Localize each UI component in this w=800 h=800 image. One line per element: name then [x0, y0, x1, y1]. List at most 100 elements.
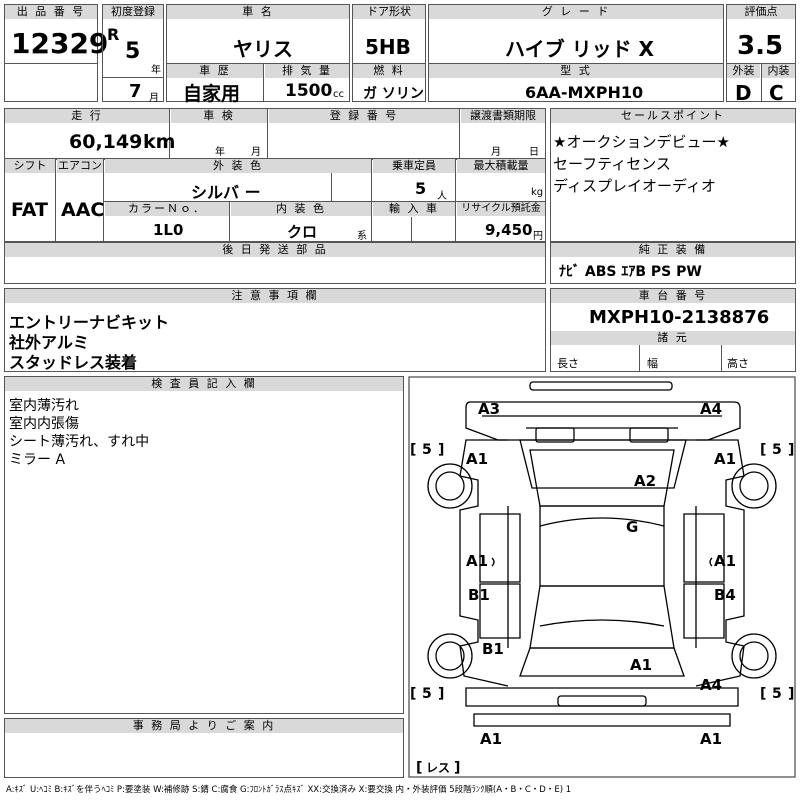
lot-label: 出 品 番 号 [5, 5, 97, 19]
grade: ハイブ リッド X [505, 37, 654, 61]
ext-color-label: 外 装 色 [105, 159, 371, 173]
score-label: 評価点 [727, 5, 795, 19]
svg-text:]: ] [788, 686, 794, 702]
spare-tire: レス [426, 761, 450, 775]
recycle-label: リサイクル預託金 [457, 202, 545, 216]
shift-label: シフト [5, 159, 55, 173]
mileage-box: 走 行 車 検 登 録 番 号 譲渡書類期限 60,149 km 年 月 月 日 [4, 108, 546, 160]
door-box: ドア形状 5HB 燃 料 ガ ソリン [352, 4, 426, 102]
inspector-line-1: 室内薄汚れ [9, 398, 79, 414]
note-line-2: 社外アルミ [9, 333, 89, 352]
sales-points-label: セールスポイント [551, 109, 795, 123]
inspector-line-4: ミラー A [9, 452, 66, 468]
mark-front-right: A4 [700, 400, 722, 418]
int-color: クロ [287, 223, 318, 241]
inspector-line-2: 室内内張傷 [9, 416, 79, 432]
mark-bumper-rl: A1 [480, 730, 502, 748]
tire-fr: 5 [772, 442, 782, 458]
model-code: 6AA-MXPH10 [525, 83, 644, 102]
transfer-month-unit: 月 [491, 147, 501, 158]
lot-box: 出 品 番 号 12329 [4, 4, 108, 102]
door-type: 5HB [365, 35, 411, 59]
recycle-fee: 9,450 [485, 221, 533, 239]
mileage: 60,149 [69, 131, 143, 153]
dims-label: 諸 元 [551, 331, 795, 345]
shift: FAT [11, 199, 48, 221]
mark-bumper-rr: A1 [700, 730, 722, 748]
model-label: 型 式 [429, 64, 723, 78]
aircon-label: エアコン [57, 159, 103, 173]
svg-text:]: ] [788, 442, 794, 458]
first-registration-box: 初度登録 R 5 年 7 月 [102, 4, 164, 104]
lot-number: 12329 [11, 27, 109, 60]
reg-month: 7 [129, 81, 142, 102]
mark-trunk: A1 [630, 656, 652, 674]
car-name-box: 車 名 ヤリス 車 歴 排 気 量 自家用 1500 cc [166, 4, 350, 105]
inspector-line-3: シート薄汚れ、すれ中 [9, 434, 150, 450]
displacement-label: 排 気 量 [265, 64, 349, 78]
mark-roof: G [626, 518, 638, 536]
svg-text:]: ] [454, 760, 460, 776]
tire-rr: 5 [772, 686, 782, 702]
score: 3.5 [737, 31, 784, 61]
svg-text:[: [ [416, 760, 422, 776]
exterior-label: 外装 [727, 64, 760, 78]
equipment: ﾅﾋﾞ ABS ｴｱB PS PW [559, 264, 702, 280]
dim-length: 長さ [557, 357, 579, 370]
inspector-box: 検 査 員 記 入 欄 室内薄汚れ 室内内張傷 シート薄汚れ、すれ中 ミラー A [4, 376, 404, 714]
score-box: 評価点 3.5 外装 内装 D C [726, 4, 796, 105]
import-label: 輸 入 車 [373, 202, 455, 216]
interior-label: 内装 [762, 64, 795, 78]
parts-box: 後 日 発 送 部 品 [4, 242, 546, 284]
note-line-3: スタッドレス装着 [9, 353, 138, 372]
legend: A:ｷｽﾞ U:ﾍｺﾐ B:ｷｽﾞを伴うﾍｺﾐ P:要塗装 W:補修跡 S:錆 … [6, 785, 572, 795]
note-line-1: エントリーナビキット [9, 313, 170, 332]
sales-point-1: ★オークションデビュー★ [553, 133, 730, 151]
office-box: 事 務 局 よ り ご 案 内 [4, 718, 404, 778]
mileage-label: 走 行 [5, 109, 169, 123]
equipment-box: 純 正 装 備 ﾅﾋﾞ ABS ｴｱB PS PW [550, 242, 796, 284]
chassis-box: 車 台 番 号 MXPH10-2138876 諸 元 長さ 幅 高さ [550, 288, 796, 372]
mark-door-fr: A1 [714, 552, 736, 570]
displacement-unit: cc [333, 89, 344, 100]
grade-box: グ レ ー ド ハイブ リッド X 型 式 6AA-MXPH10 [428, 4, 724, 102]
svg-text:[: [ [410, 442, 416, 458]
fuel-label: 燃 料 [353, 64, 425, 78]
svg-text:[: [ [410, 686, 416, 702]
sales-point-3: ディスプレイオーディオ [553, 177, 716, 195]
capacity: 5 [415, 179, 427, 198]
inspection-year-unit: 年 [215, 147, 225, 158]
mark-fender-right: A1 [714, 450, 736, 468]
registration-label: 登 録 番 号 [269, 109, 459, 123]
office-label: 事 務 局 よ り ご 案 内 [5, 719, 403, 733]
svg-text:[: [ [760, 442, 766, 458]
sales-point-2: セーフティセンス [553, 155, 671, 173]
svg-text:]: ] [438, 442, 444, 458]
color-no: 1L0 [153, 221, 184, 239]
sales-points-box: セールスポイント ★オークションデビュー★ セーフティセンス ディスプレイオーデ… [550, 108, 796, 242]
mark-door-fl: A1 [466, 552, 488, 570]
mark-door-rl: B1 [468, 586, 490, 604]
grade-label: グ レ ー ド [429, 5, 723, 19]
tire-fl: 5 [422, 442, 432, 458]
first-reg-label: 初度登録 [103, 5, 163, 19]
mark-hood: A2 [634, 472, 656, 490]
history: 自家用 [183, 83, 241, 105]
mark-rear-right: A4 [700, 676, 722, 694]
mark-fender-left: A1 [466, 450, 488, 468]
dim-width: 幅 [647, 357, 658, 370]
int-color-label: 内 装 色 [231, 202, 371, 216]
recycle-unit: 円 [533, 231, 543, 242]
door-label: ドア形状 [353, 5, 425, 19]
capacity-unit: 人 [437, 191, 447, 202]
mark-door-rr: B4 [714, 586, 736, 604]
svg-text:[: [ [760, 686, 766, 702]
ext-color: シルバ ー [191, 183, 261, 202]
month-unit: 月 [149, 93, 159, 104]
car-outline-svg: A3 A4 A1 A1 A2 G A1 A1 B1 B4 B1 A1 A4 A1… [408, 376, 796, 778]
specs-box: シフト エアコン 外 装 色 乗車定員 最大積載量 FAT AAC シルバ ー … [4, 158, 546, 242]
int-color-unit: 系 [357, 231, 367, 242]
parts-label: 後 日 発 送 部 品 [5, 243, 545, 257]
car-name-label: 車 名 [167, 5, 349, 19]
inspection-month-unit: 月 [251, 147, 261, 158]
